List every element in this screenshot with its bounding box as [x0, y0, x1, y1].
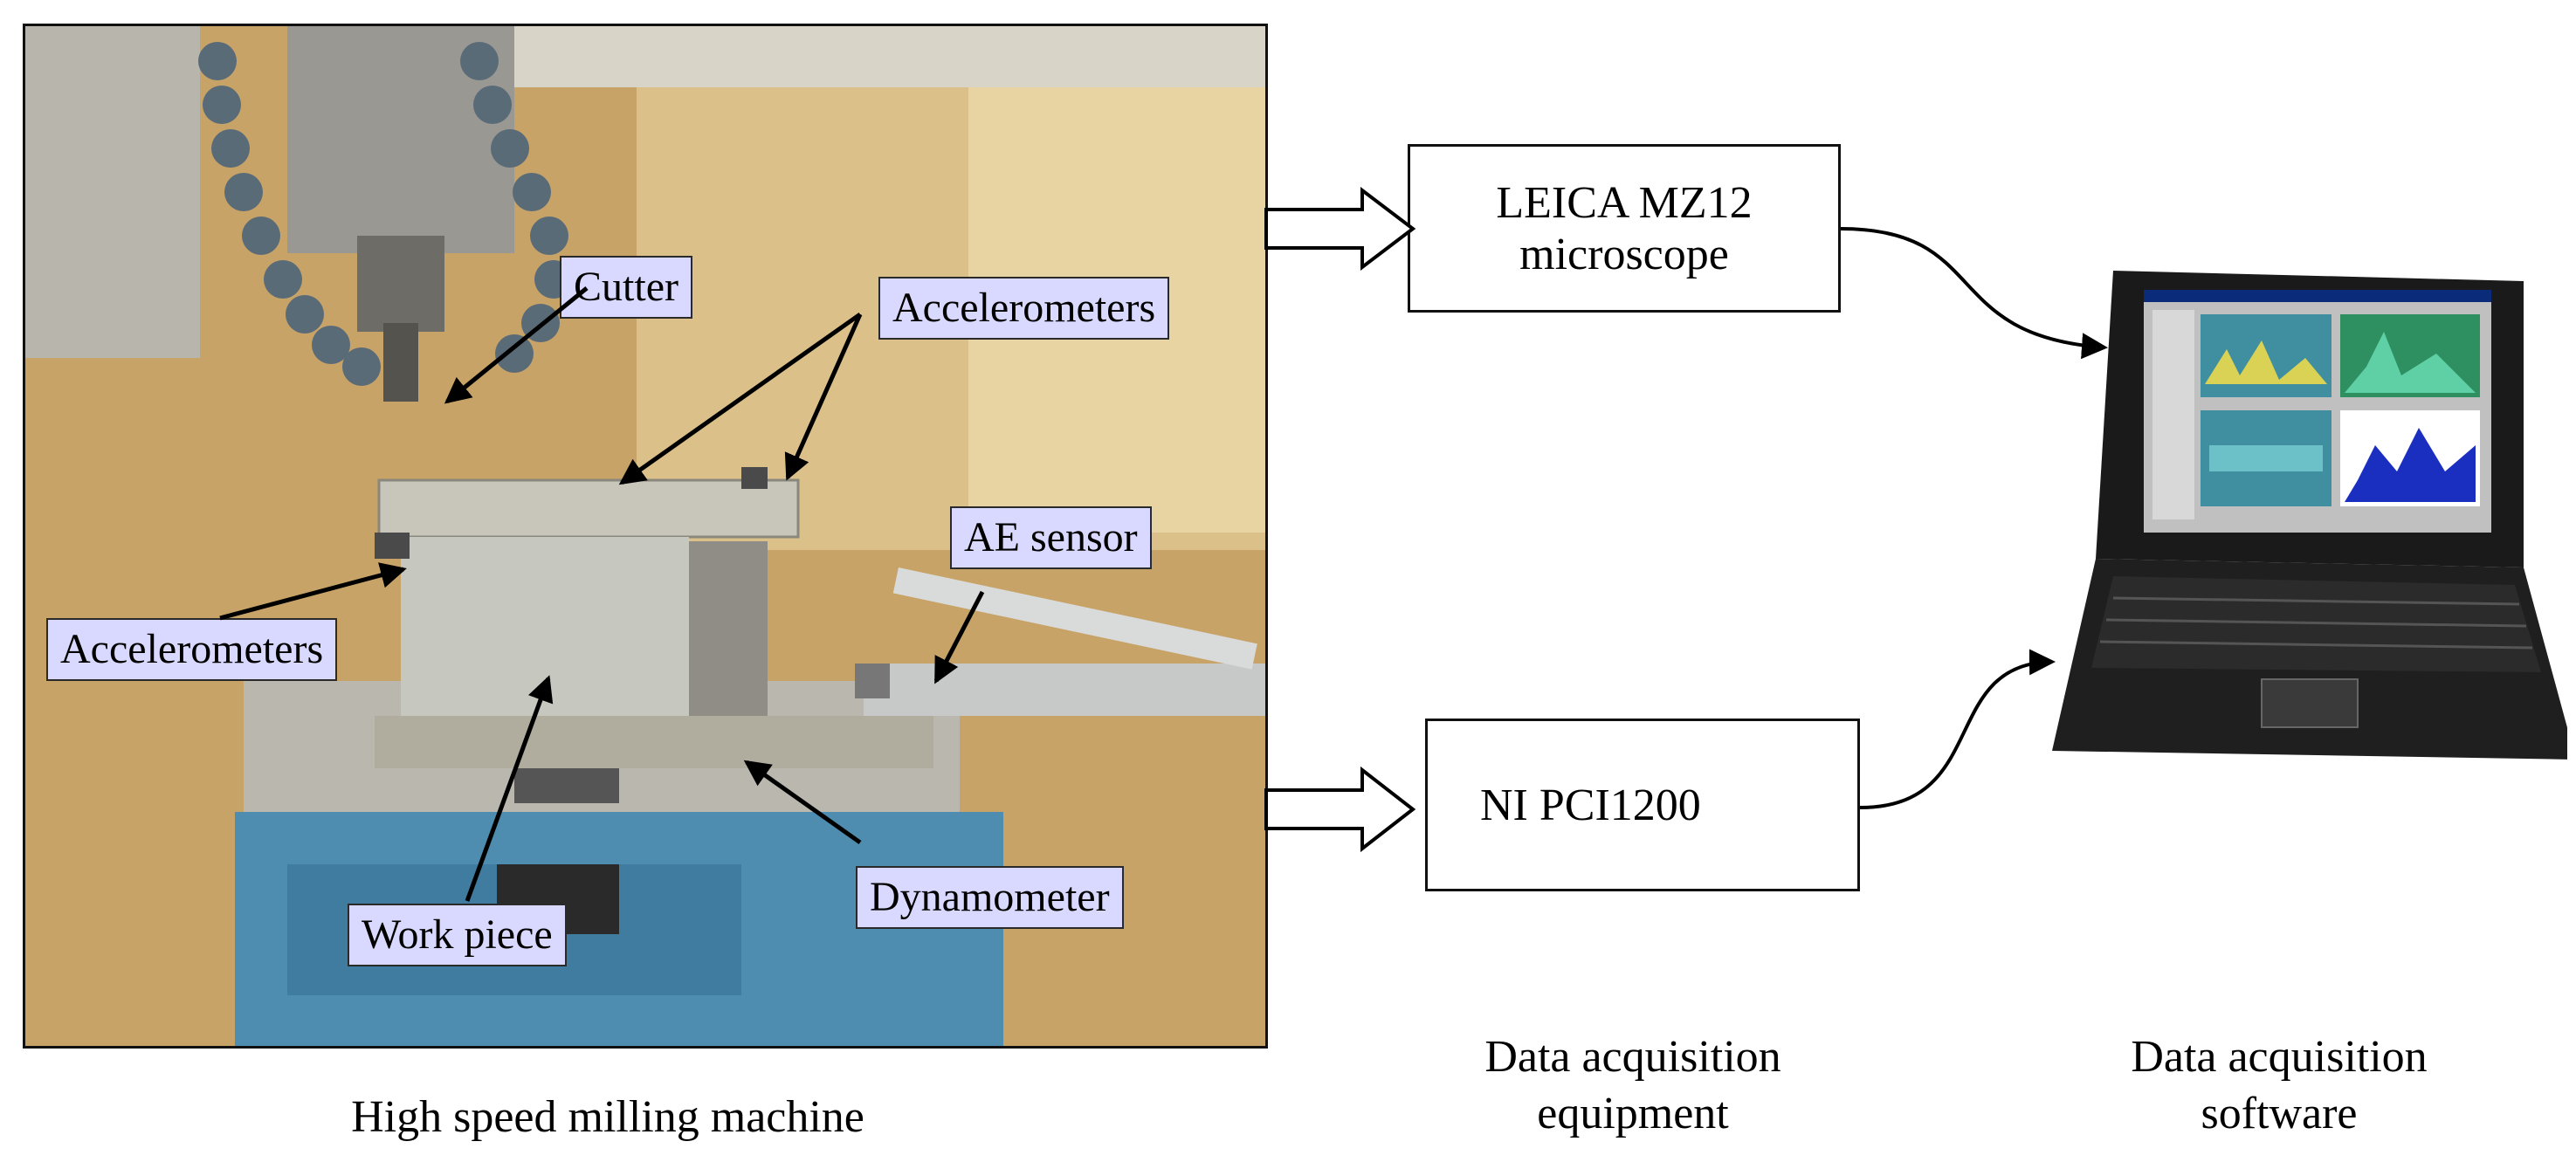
laptop-illustration	[2052, 271, 2567, 760]
laptop-touchpad	[2261, 678, 2359, 728]
ae-sensor-label: AE sensor	[950, 506, 1152, 569]
accelerometers-left-label: Accelerometers	[46, 618, 338, 681]
software-caption-line1: Data acquisition	[2131, 1032, 2428, 1082]
machine-to-microscope-arrow	[1264, 186, 1416, 272]
cutter-label: Cutter	[560, 256, 692, 319]
microscope-box: LEICA MZ12 microscope	[1408, 144, 1841, 313]
software-caption-line2: software	[2201, 1089, 2358, 1138]
equipment-caption: Data acquisition equipment	[1406, 1028, 1860, 1142]
microscope-line1: LEICA MZ12	[1496, 177, 1753, 228]
milling-machine-photo: Cutter Accelerometers AE sensor Accelero…	[23, 24, 1268, 1049]
daq-to-laptop-connector	[1859, 649, 2056, 809]
microscope-line2: microscope	[1519, 229, 1729, 279]
milling-machine-caption: High speed milling machine	[351, 1092, 864, 1142]
daq-card-box: NI PCI1200	[1425, 719, 1860, 891]
dynamometer-label: Dynamometer	[856, 866, 1124, 929]
accelerometers-top-label: Accelerometers	[878, 277, 1170, 340]
software-caption: Data acquisition software	[2052, 1028, 2506, 1142]
daq-card-label: NI PCI1200	[1480, 780, 1701, 830]
machine-to-daq-arrow	[1264, 766, 1416, 853]
work-piece-label: Work piece	[348, 904, 567, 966]
equipment-caption-line2: equipment	[1537, 1089, 1729, 1138]
equipment-caption-line1: Data acquisition	[1484, 1032, 1781, 1082]
